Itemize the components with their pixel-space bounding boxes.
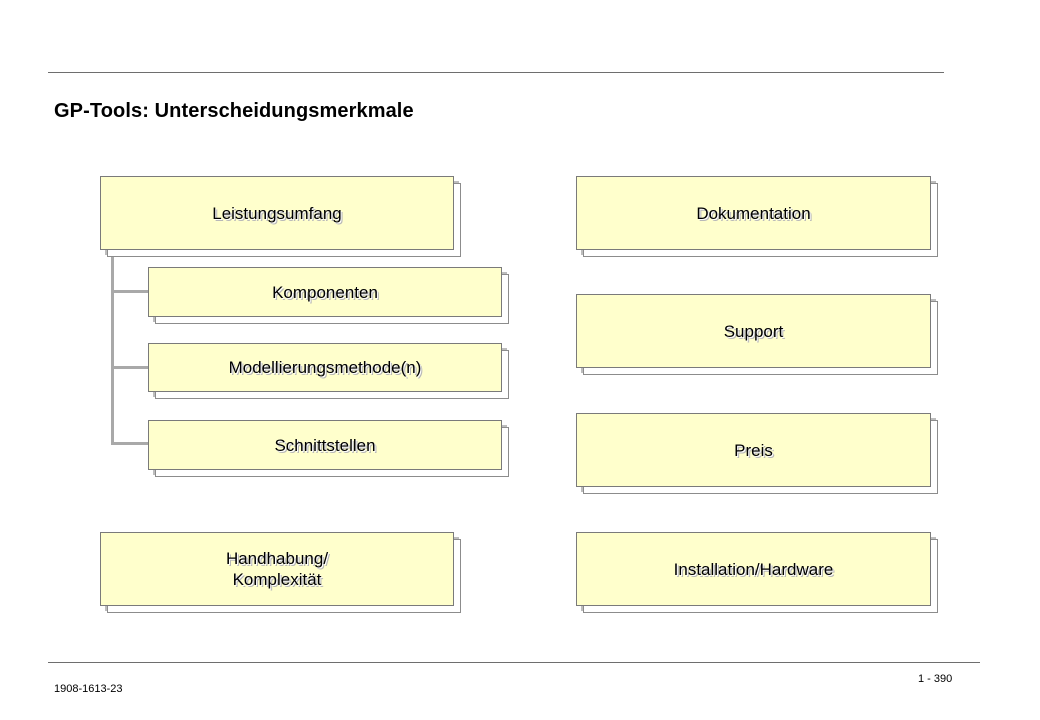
bottom-rule <box>48 662 980 663</box>
top-rule <box>48 72 944 73</box>
box-leistungsumfang: Leistungsumfang <box>100 176 454 250</box>
footer-doc-id: 1908-1613-23 <box>54 683 123 695</box>
box-komponenten: Komponenten <box>148 267 502 317</box>
box-preis: Preis <box>576 413 931 487</box>
tree-connector-komponenten <box>111 290 148 293</box>
box-schnittstellen-label: Schnittstellen <box>274 435 376 455</box>
box-schnittstellen: Schnittstellen <box>148 420 502 470</box>
tree-connector-modellierung <box>111 366 148 369</box>
box-dokumentation: Dokumentation <box>576 176 931 250</box>
footer-page-number: 1 - 390 <box>918 673 953 685</box>
box-installation-hardware: Installation/Hardware <box>576 532 931 606</box>
box-support: Support <box>576 294 931 368</box>
box-installation-hardware-label: Installation/Hardware <box>673 559 834 579</box>
box-modellierungsmethoden: Modellierungsmethode(n) <box>148 343 502 392</box>
box-handhabung-komplexitaet-label: Handhabung/ Komplexität <box>225 549 329 589</box>
box-support-label: Support <box>723 321 784 341</box>
box-komponenten-label: Komponenten <box>272 282 378 302</box>
box-preis-label: Preis <box>734 440 773 460</box>
box-handhabung-komplexitaet: Handhabung/ Komplexität <box>100 532 454 606</box>
page-title: GP-Tools: Unterscheidungsmerkmale <box>54 100 414 122</box>
tree-connector-vertical <box>111 249 114 443</box>
tree-connector-schnittstellen <box>111 442 148 445</box>
box-modellierungsmethoden-label: Modellierungsmethode(n) <box>228 358 422 377</box>
box-leistungsumfang-label: Leistungsumfang <box>212 203 342 223</box>
box-dokumentation-label: Dokumentation <box>696 203 811 223</box>
